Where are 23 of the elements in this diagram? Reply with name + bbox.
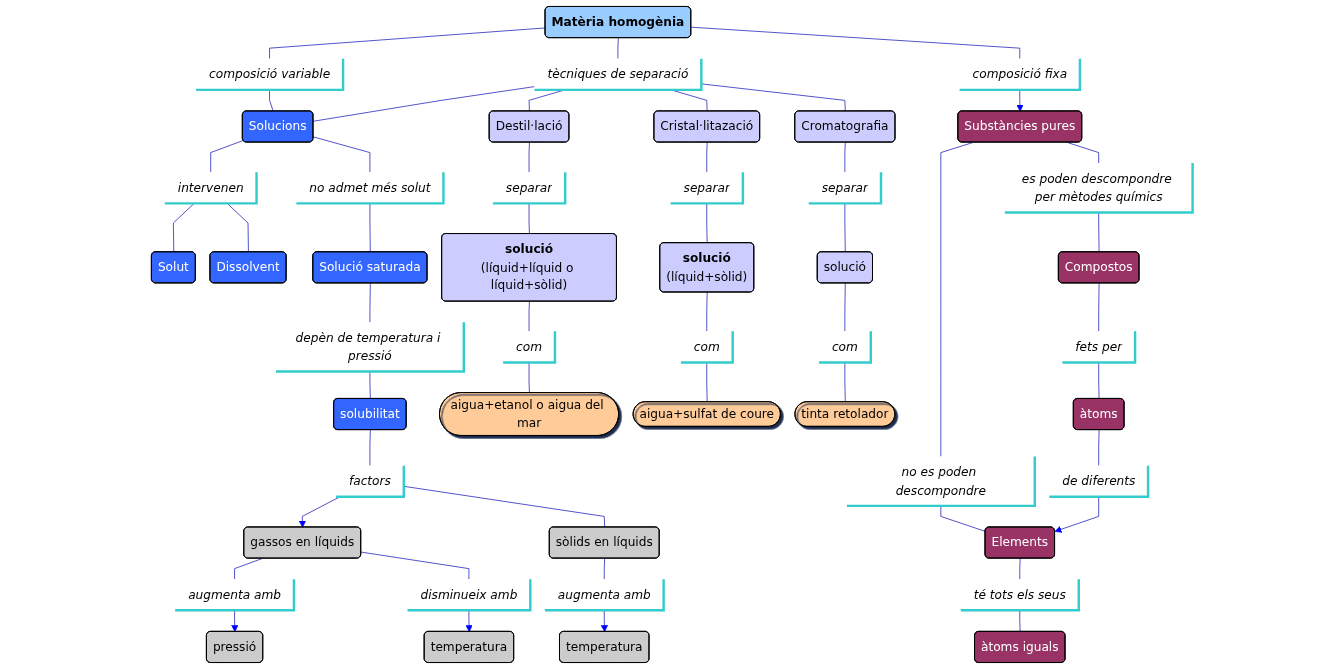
connector	[313, 136, 371, 173]
connector	[940, 505, 986, 532]
connector	[844, 282, 846, 332]
connector	[528, 362, 530, 394]
connector	[269, 89, 274, 112]
connector	[1019, 558, 1021, 580]
connector	[528, 301, 530, 332]
connector	[844, 142, 846, 173]
connector	[1098, 282, 1100, 332]
connector	[313, 86, 535, 122]
connector	[844, 362, 846, 403]
connector	[1098, 212, 1100, 253]
connector	[528, 142, 530, 173]
connector	[706, 362, 708, 403]
connector	[360, 551, 470, 580]
connector	[403, 485, 606, 528]
connector	[210, 140, 244, 173]
connector	[1098, 362, 1100, 400]
connector	[369, 282, 371, 323]
connector	[369, 371, 371, 400]
connector	[603, 558, 606, 580]
connector	[706, 142, 708, 173]
connector	[706, 292, 708, 332]
